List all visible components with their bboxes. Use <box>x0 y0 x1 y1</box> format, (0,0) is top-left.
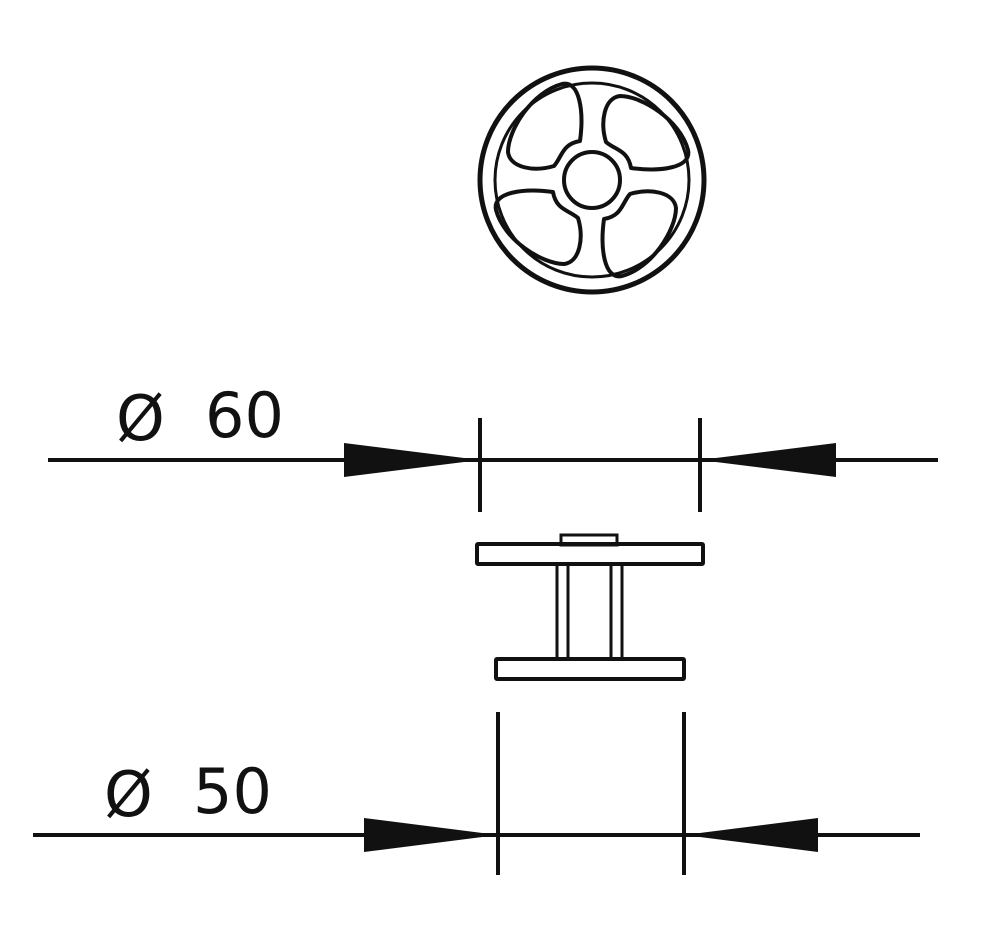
dimension-lower: Ø 50 <box>33 712 920 875</box>
knob-outer-rim <box>477 65 707 295</box>
petal-bottom-left <box>493 188 583 266</box>
petal-top-right <box>601 94 691 172</box>
dimension-value-lower: 50 <box>193 755 272 828</box>
knob-base-plate <box>494 657 686 681</box>
petal-bottom-right <box>600 189 678 279</box>
arrow-right-lower <box>684 818 818 852</box>
dimension-value-upper: 60 <box>205 379 284 452</box>
knob-petal-cutouts <box>493 81 691 279</box>
diameter-symbol-lower: Ø <box>104 758 153 831</box>
knob-top-plate <box>475 542 705 566</box>
dimension-upper: Ø 60 <box>48 379 938 512</box>
arrow-left-lower <box>364 818 498 852</box>
petal-top-left <box>506 81 584 171</box>
arrow-right-upper <box>700 443 836 477</box>
diameter-symbol-upper: Ø <box>116 382 165 455</box>
knob-side-view <box>475 533 705 681</box>
knob-inner-rim <box>493 81 691 279</box>
knob-top-view <box>477 65 707 295</box>
knob-center-hub <box>562 150 622 210</box>
arrow-left-upper <box>344 443 480 477</box>
